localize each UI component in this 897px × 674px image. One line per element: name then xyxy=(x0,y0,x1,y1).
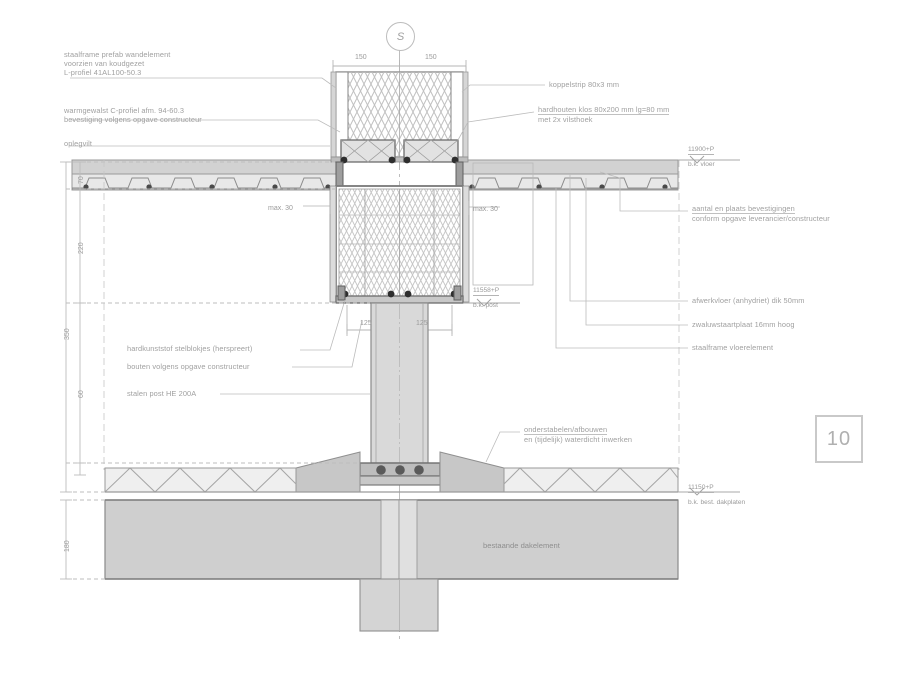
dimension-bottom-180: 180 xyxy=(64,540,71,552)
dimension-125-right: 125 xyxy=(416,320,428,327)
label-existing-roof-element: bestaande dakelement xyxy=(483,541,560,550)
annotation-levelling-blocks: hardkunststof stelblokjes (herspreert) xyxy=(127,344,253,353)
dimension-lower-60: 60 xyxy=(78,390,85,398)
dimension-total-350: 350 xyxy=(64,328,71,340)
detail-number-label: 10 xyxy=(826,427,852,450)
annotation-felt-bearing: oplegvilt xyxy=(64,139,93,148)
annotation-bolts: bouten volgens opgave constructeur xyxy=(127,362,250,371)
dimension-150-left: 150 xyxy=(355,54,367,61)
level-marker-post: 11558+P b.k. post xyxy=(473,287,500,309)
annotation-dovetail-sheet: zwaluwstaartplaat 16mm hoog xyxy=(692,320,795,329)
dimension-middle-220: 220 xyxy=(78,242,85,254)
annotation-coupling-strip: koppelstrip 80x3 mm xyxy=(549,80,620,89)
dimension-125-left: 125 xyxy=(360,320,372,327)
level-marker-roof: 11150+P b.k. best. dakplaten xyxy=(688,484,746,506)
annotation-c-profile: warmgewalst C-profiel afm. 94-60.3 beves… xyxy=(64,106,202,125)
annotation-fixings: aantal en plaats bevestigingen conform o… xyxy=(692,204,830,224)
dimension-upper-70: 70 xyxy=(78,176,85,184)
detail-number-badge: 10 xyxy=(815,415,863,463)
annotation-steel-post: stalen post HE 200A xyxy=(127,389,197,398)
annotation-floor-element: staalframe vloerelement xyxy=(692,343,774,352)
annotation-wall-element: staalframe prefab wandelement voorzien v… xyxy=(64,50,171,78)
dimension-150-right: 150 xyxy=(425,54,437,61)
annotation-hardwood-block: hardhouten klos 80x200 mm lg=80 mm met 2… xyxy=(538,105,670,125)
annotation-screed: afwerkvloer (anhydriet) dik 50mm xyxy=(692,296,805,305)
dimension-max30-left: max. 30 xyxy=(268,205,293,212)
level-marker-floor: 11900+P b.k. vloer xyxy=(688,146,715,168)
annotation-underpinning: onderstabelen/afbouwen en (tijdelijk) wa… xyxy=(524,425,633,445)
dimension-max30-right: max. 30 xyxy=(473,206,498,213)
grid-bubble-label: S xyxy=(396,30,405,43)
grid-bubble-s: S xyxy=(386,22,415,51)
